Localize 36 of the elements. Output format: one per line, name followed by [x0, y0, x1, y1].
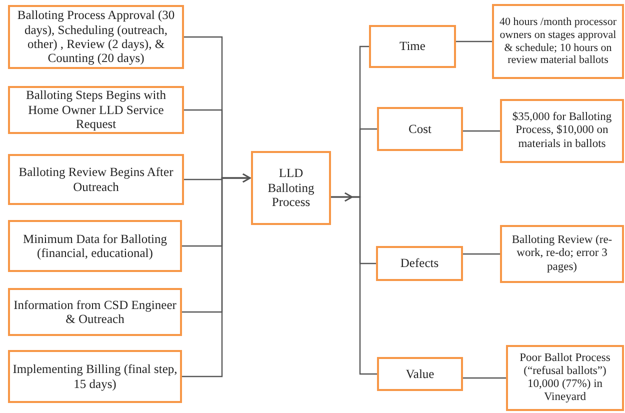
process-box	[377, 107, 463, 151]
connector	[330, 192, 378, 375]
connector	[463, 253, 500, 255]
process-box	[8, 350, 182, 403]
box-text: Cost	[408, 122, 432, 136]
box-text: Minimum Data for Balloting (financial, educational)	[22, 232, 168, 260]
process-box	[8, 86, 184, 134]
connector	[181, 173, 252, 378]
connector	[463, 377, 506, 379]
process-box	[8, 154, 184, 205]
connector	[463, 130, 500, 132]
process-box	[376, 246, 463, 281]
box-text: Balloting Steps Begins with Home Owner LLD Service Request	[25, 88, 167, 132]
process-box	[8, 288, 182, 336]
process-box	[492, 4, 624, 79]
box-text: Poor Ballot Process (“refusal ballots”) 10,000 (77%) in Vineyard	[518, 352, 612, 404]
box-text: LLD Balloting Process	[266, 166, 316, 210]
box-text: 40 hours /month processor owners on stages approval & schedule; 10 hours on review material ballots	[498, 16, 618, 67]
box-text: Defects	[400, 256, 439, 271]
connector	[456, 40, 492, 42]
box-text: Information from CSD Engineer & Outreach	[12, 298, 178, 326]
box-text: Time	[400, 39, 426, 54]
box-text: Value	[406, 366, 434, 382]
box-text: $35,000 for Balloting Process, $10,000 on materials in ballots	[511, 111, 613, 151]
process-box	[500, 225, 624, 283]
box-text: Balloting Review (re-work, re-do; error 3 pages)	[510, 234, 614, 274]
box-text: Balloting Process Approval (30 days), Scheduling (outreach, other) , Review (2 days), & Counting (20 days)	[16, 8, 176, 66]
process-box	[377, 357, 463, 391]
process-box	[369, 25, 456, 68]
box-text: Implementing Billing (final step, 15 days)	[12, 362, 178, 391]
process-box	[8, 220, 182, 272]
box-text: Balloting Review Begins After Outreach	[18, 165, 174, 194]
process-box	[500, 99, 624, 163]
process-box	[251, 151, 331, 225]
process-box	[506, 345, 624, 411]
process-box	[8, 5, 184, 69]
